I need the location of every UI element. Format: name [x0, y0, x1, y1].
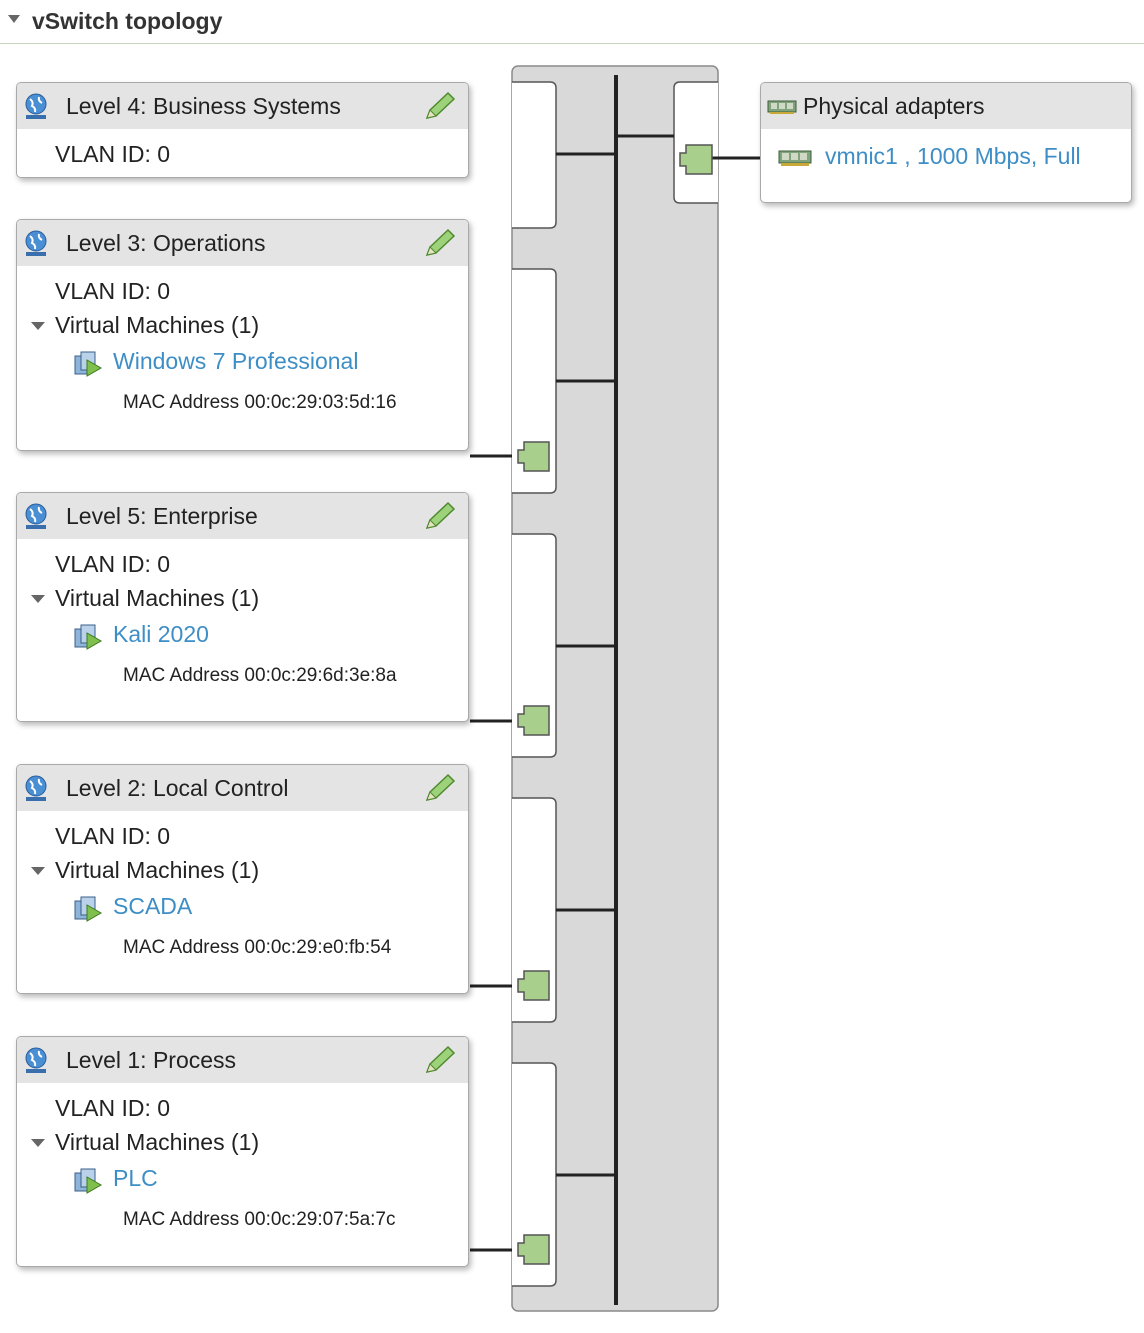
vm-link[interactable]: Windows 7 Professional [113, 348, 359, 374]
port-group-name: Level 5: Enterprise [66, 503, 258, 529]
vlan-id: VLAN ID: 0 [55, 141, 171, 167]
port-group-name: Level 1: Process [66, 1047, 237, 1073]
edit-pencil-icon[interactable] [422, 228, 456, 258]
edit-pencil-icon[interactable] [422, 1045, 456, 1075]
vm-port-icon-4 [517, 1234, 550, 1265]
virtual-machines-header[interactable]: Virtual Machines (1) [55, 857, 260, 883]
port-group-globe-icon [25, 775, 47, 801]
vm-link[interactable]: Kali 2020 [113, 621, 209, 647]
uplink-port-icon [679, 144, 713, 175]
port-group-globe-icon [25, 230, 47, 256]
vlan-id: VLAN ID: 0 [55, 1095, 171, 1121]
port-group-name: Level 2: Local Control [66, 775, 289, 801]
collapse-caret-icon[interactable] [8, 15, 20, 23]
physical-adapters-header: Physical adapters [761, 83, 1131, 129]
vm-port-icon-1 [517, 441, 550, 472]
port-group-name: Level 4: Business Systems [66, 93, 341, 119]
physical-adapters-title: Physical adapters [803, 93, 985, 119]
port-group-name: Level 3: Operations [66, 230, 266, 256]
mac-address: MAC Address 00:0c:29:e0:fb:54 [123, 937, 392, 958]
virtual-machines-header[interactable]: Virtual Machines (1) [55, 312, 260, 338]
port-group-card: Level 2: Local Control VLAN ID: 0 Virtua… [16, 764, 469, 994]
vlan-id: VLAN ID: 0 [55, 278, 171, 304]
vm-list-toggle-icon[interactable] [31, 322, 45, 330]
port-group-globe-icon [25, 1047, 47, 1073]
port-group-header: Level 2: Local Control [17, 765, 468, 811]
network-card-icon [767, 100, 797, 114]
vm-port-icon-2 [517, 705, 550, 736]
port-group-card: Level 4: Business Systems VLAN ID: 0 [16, 82, 469, 178]
mac-address: MAC Address 00:0c:29:03:5d:16 [123, 392, 397, 413]
vm-list-toggle-icon[interactable] [31, 595, 45, 603]
switch-slot-1 [512, 81, 557, 229]
mac-address: MAC Address 00:0c:29:6d:3e:8a [123, 665, 397, 686]
vlan-id: VLAN ID: 0 [55, 551, 171, 577]
vm-list-toggle-icon[interactable] [31, 867, 45, 875]
vm-port-icon-3 [517, 970, 550, 1001]
section-title: vSwitch topology [32, 8, 223, 34]
section-header[interactable]: vSwitch topology [0, 0, 1144, 44]
virtual-machines-header[interactable]: Virtual Machines (1) [55, 1129, 260, 1155]
vm-icon [74, 351, 103, 377]
port-group-card: Level 5: Enterprise VLAN ID: 0 Virtual M… [16, 492, 469, 722]
port-group-card: Level 1: Process VLAN ID: 0 Virtual Mach… [16, 1036, 469, 1267]
vlan-id: VLAN ID: 0 [55, 823, 171, 849]
port-group-globe-icon [25, 93, 47, 119]
virtual-machines-header[interactable]: Virtual Machines (1) [55, 585, 260, 611]
edit-pencil-icon[interactable] [422, 773, 456, 803]
vm-icon [74, 896, 103, 922]
uplink-slot [673, 81, 718, 204]
vm-icon [74, 624, 103, 650]
vm-link[interactable]: SCADA [113, 893, 193, 919]
edit-pencil-icon[interactable] [422, 501, 456, 531]
physical-adapters-card: Physical adapters vmnic1 , 1000 Mbps, Fu… [760, 82, 1132, 203]
port-group-header: Level 3: Operations [17, 220, 468, 266]
network-card-icon [778, 150, 812, 166]
physical-adapter-link[interactable]: vmnic1 , 1000 Mbps, Full [825, 143, 1081, 169]
mac-address: MAC Address 00:0c:29:07:5a:7c [123, 1209, 396, 1230]
port-group-header: Level 1: Process [17, 1037, 468, 1083]
port-group-header: Level 5: Enterprise [17, 493, 468, 539]
edit-pencil-icon[interactable] [422, 91, 456, 121]
port-group-card: Level 3: Operations VLAN ID: 0 Virtual M… [16, 219, 469, 451]
vm-list-toggle-icon[interactable] [31, 1139, 45, 1147]
vm-icon [74, 1168, 103, 1194]
port-group-globe-icon [25, 503, 47, 529]
vm-link[interactable]: PLC [113, 1165, 158, 1191]
port-group-header: Level 4: Business Systems [17, 83, 468, 129]
